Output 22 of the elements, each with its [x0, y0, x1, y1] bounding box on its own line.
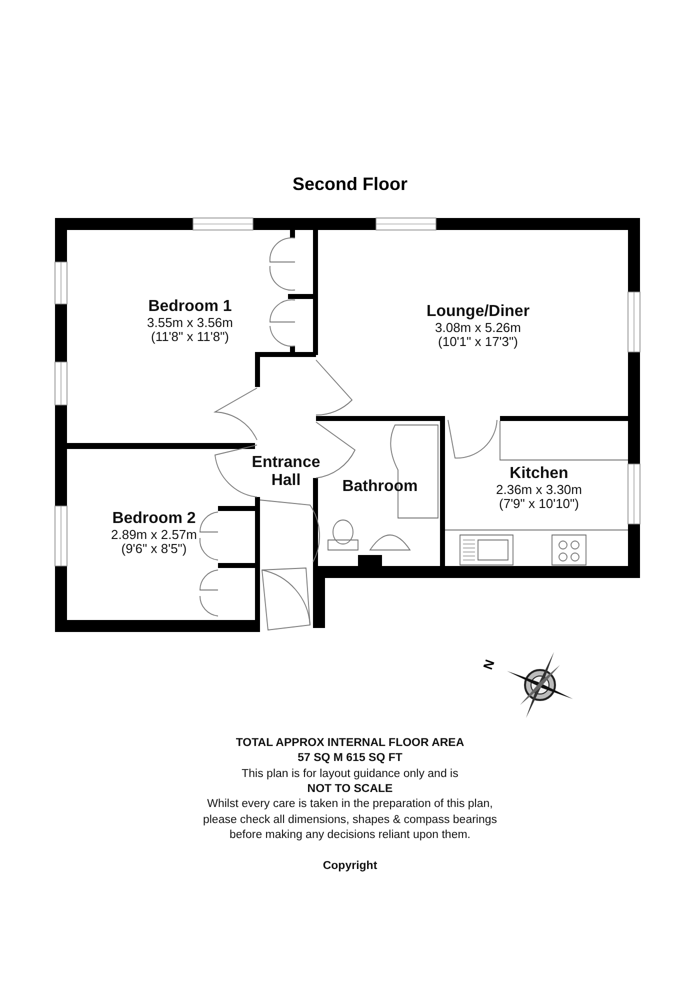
room-dimensions: 2.89m x 2.57m — [111, 528, 197, 542]
room-dimensions: 3.55m x 3.56m — [147, 316, 233, 330]
room-dimensions: (7'9" x 10'10") — [498, 497, 580, 511]
room-dimensions: (11'8" x 11'8") — [150, 330, 230, 344]
room-name: Bedroom 2 — [111, 510, 197, 528]
room-name: Bathroom — [342, 478, 418, 496]
room-name: Kitchen — [508, 465, 570, 483]
note-text: 57 SQ M 615 SQ FT — [296, 751, 404, 766]
note-text: This plan is for layout guidance only and is — [240, 767, 460, 782]
room-name: Entrance Hall — [250, 454, 322, 490]
note-text: TOTAL APPROX INTERNAL FLOOR AREA — [234, 736, 466, 751]
note-text: Copyright — [322, 859, 378, 874]
north-label: N — [480, 658, 498, 672]
room-name: Lounge/Diner — [426, 303, 530, 321]
room-dimensions: 3.08m x 5.26m — [434, 321, 522, 335]
room-name: Bedroom 1 — [147, 298, 233, 316]
disclaimer-text: Whilst every care is taken in the preparation of this plan, please check all dimensions, shapes & compass bearings before making any decisions reliant upon them. — [202, 797, 498, 843]
plan-title: Second Floor — [291, 174, 408, 195]
room-dimensions: (10'1" x 17'3") — [437, 335, 519, 349]
room-dimensions: 2.36m x 3.30m — [496, 483, 582, 497]
note-text: NOT TO SCALE — [306, 782, 394, 797]
room-dimensions: (9'6" x 8'5") — [120, 542, 188, 556]
